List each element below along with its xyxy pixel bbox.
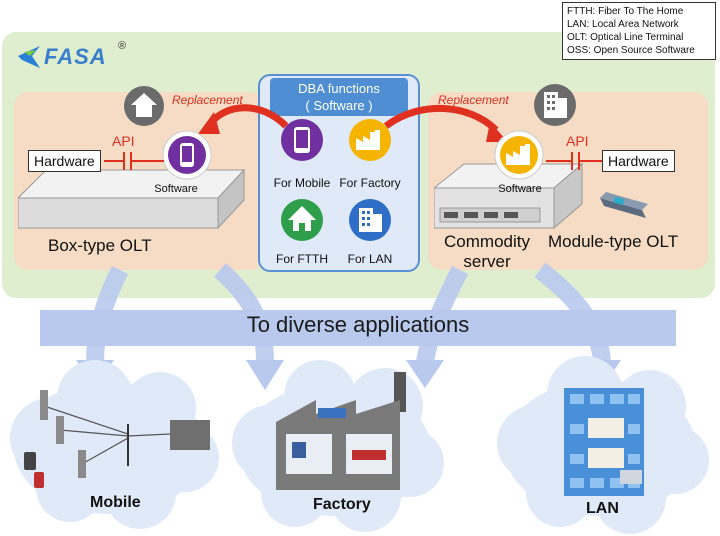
factory-icon bbox=[349, 119, 391, 161]
module-olt-device bbox=[600, 192, 648, 218]
software-mobile-icon bbox=[162, 130, 212, 180]
dba-title-line2: ( Software ) bbox=[305, 98, 373, 113]
logo-registered: ® bbox=[118, 40, 127, 52]
dba-item-lan: For LAN bbox=[347, 252, 393, 266]
diverse-applications-text: To diverse applications bbox=[246, 312, 470, 337]
building-icon bbox=[349, 199, 391, 241]
legend-line: OSS: Open Source Software bbox=[567, 45, 695, 56]
dba-title-line1: DBA functions bbox=[298, 81, 380, 96]
lan-building-illustration bbox=[564, 388, 644, 496]
abbreviation-legend: FTTH: Fiber To The Home LAN: Local Area … bbox=[562, 2, 716, 60]
commodity-server-line2: server bbox=[463, 252, 511, 271]
left-api-connector bbox=[104, 152, 164, 170]
left-api-label: API bbox=[112, 133, 135, 149]
left-software-label: Software bbox=[154, 183, 198, 195]
cloud-label-factory: Factory bbox=[313, 496, 371, 513]
dba-item-factory: For Factory bbox=[339, 176, 401, 190]
software-factory-icon bbox=[494, 130, 544, 180]
left-hardware-box: Hardware bbox=[28, 150, 101, 172]
commodity-server-label: Commodity server bbox=[442, 232, 532, 272]
right-hardware-box: Hardware bbox=[602, 150, 675, 172]
commodity-server-line1: Commodity bbox=[444, 232, 530, 251]
diverse-applications-band bbox=[40, 310, 676, 346]
home-icon bbox=[281, 199, 323, 241]
logo-text: FASA bbox=[44, 44, 107, 69]
mobile-network-illustration bbox=[24, 390, 210, 488]
right-api-label: API bbox=[566, 133, 589, 149]
factory-illustration bbox=[276, 372, 406, 490]
dba-title: DBA functions ( Software ) bbox=[270, 78, 408, 116]
replacement-arrows bbox=[198, 104, 508, 142]
dba-item-mobile: For Mobile bbox=[273, 176, 331, 190]
replacement-label-left: Replacement bbox=[172, 93, 243, 107]
box-type-olt-label: Box-type OLT bbox=[48, 236, 152, 255]
cloud-label-lan: LAN bbox=[586, 500, 619, 517]
module-type-olt-label: Module-type OLT bbox=[548, 232, 679, 251]
legend-line: OLT: Optical Line Terminal bbox=[567, 32, 684, 43]
mobile-phone-icon bbox=[281, 119, 323, 161]
building-bubble-icon bbox=[534, 84, 576, 126]
replacement-label-right: Replacement bbox=[438, 93, 509, 107]
fasa-logo-icon bbox=[18, 46, 40, 68]
right-software-label: Software bbox=[498, 183, 542, 195]
cloud-label-mobile: Mobile bbox=[90, 494, 141, 511]
right-api-connector bbox=[546, 152, 604, 170]
legend-line: LAN: Local Area Network bbox=[567, 19, 679, 30]
home-bubble-icon bbox=[124, 86, 164, 126]
legend-line: FTTH: Fiber To The Home bbox=[567, 6, 684, 17]
dba-item-ftth: For FTTH bbox=[276, 252, 328, 266]
